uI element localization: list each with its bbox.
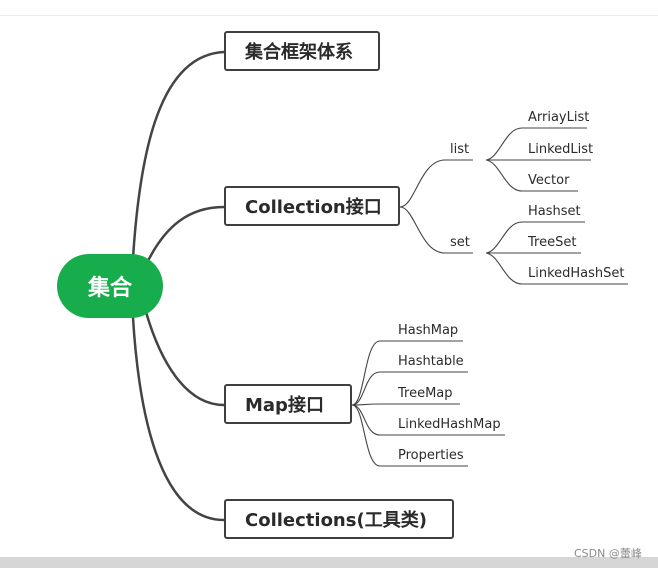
connector-collection xyxy=(144,205,226,267)
connector-collections xyxy=(131,316,226,522)
leaf-arrialist[interactable]: ArriayList xyxy=(528,110,590,125)
leaf-linkedhashset[interactable]: LinkedHashSet xyxy=(528,266,625,281)
connector-set xyxy=(399,206,473,254)
leaf-linkedlist[interactable]: LinkedList xyxy=(528,142,594,157)
connector-framework xyxy=(131,50,226,260)
node-list[interactable]: list xyxy=(450,142,470,157)
leaf-hashtable[interactable]: Hashtable xyxy=(398,354,464,369)
leaf-vector[interactable]: Vector xyxy=(528,173,570,188)
leaf-treemap[interactable]: TreeMap xyxy=(398,386,453,401)
watermark: CSDN @蕾峰 xyxy=(574,547,642,560)
leaf-properties[interactable]: Properties xyxy=(398,448,464,463)
connector-hashtable xyxy=(351,371,468,406)
connector-hashset xyxy=(485,221,585,254)
leaf-hashmap[interactable]: HashMap xyxy=(398,323,459,338)
leaf-linkedhashmap[interactable]: LinkedHashMap xyxy=(398,417,501,432)
connector-treemap xyxy=(351,403,460,406)
leaf-hashset[interactable]: Hashset xyxy=(528,204,581,219)
branch-collection-interface[interactable]: Collection接口 xyxy=(224,186,400,226)
connector-hashmap xyxy=(351,340,463,406)
bottom-scrollbar-strip xyxy=(0,557,658,568)
connector-map xyxy=(144,310,226,407)
connector-properties xyxy=(351,404,468,467)
leaf-treeset[interactable]: TreeSet xyxy=(528,235,577,250)
root-node[interactable]: 集合 xyxy=(57,254,163,318)
node-set[interactable]: set xyxy=(450,235,470,250)
branch-framework[interactable]: 集合框架体系 xyxy=(224,31,380,71)
connector-list xyxy=(399,159,473,208)
top-divider xyxy=(0,15,658,16)
branch-collections-utility[interactable]: Collections(工具类) xyxy=(224,499,454,539)
connector-linkedhashset xyxy=(485,252,628,285)
connector-vector xyxy=(485,159,578,192)
branch-map-interface[interactable]: Map接口 xyxy=(224,384,352,424)
connector-arrialist xyxy=(485,127,587,161)
